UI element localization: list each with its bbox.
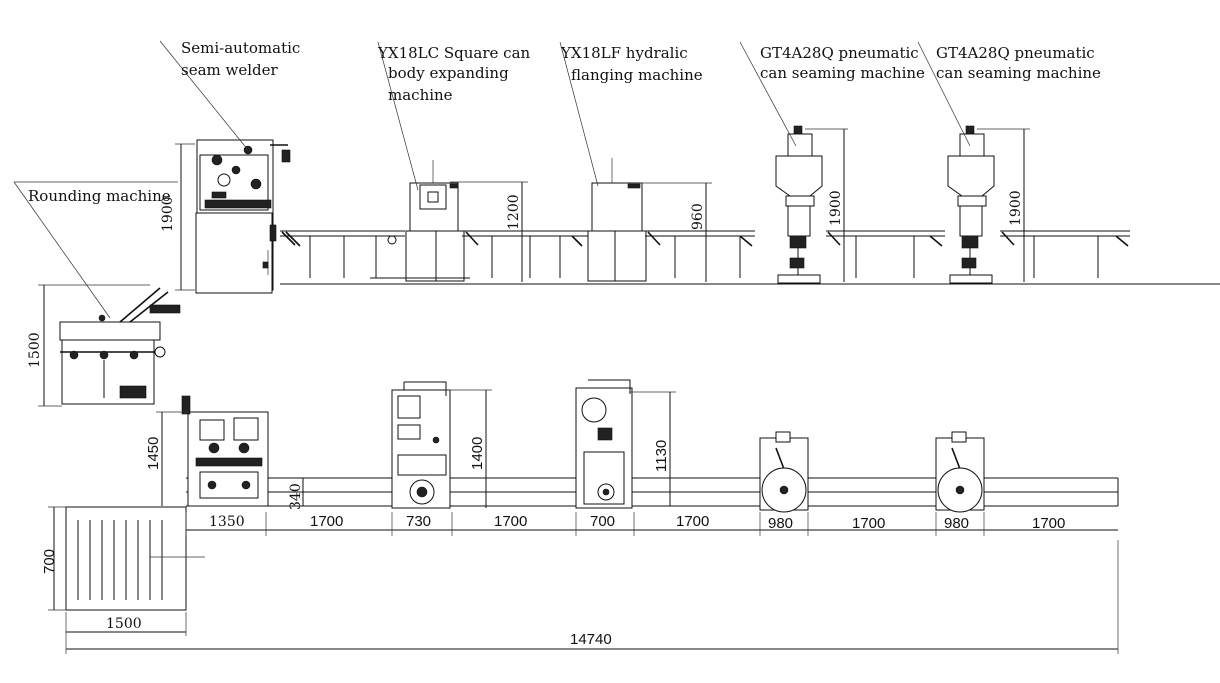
expander-depth-dim: 1400 [446, 389, 492, 508]
rounding-table-plan [65, 506, 205, 611]
segment-10-label: 1700 [1032, 515, 1065, 532]
segment-7-label: 980 [768, 515, 793, 532]
table-width-dim: 1500 [65, 612, 187, 636]
seamer-2-plan [935, 431, 985, 513]
table-depth-label: 700 [41, 549, 58, 574]
welder-label-line-2: seam welder [181, 61, 279, 79]
conveyor-2-elevation [462, 230, 588, 278]
seamer-1-label-line-1: GT4A28Q pneumatic [760, 44, 919, 62]
segment-5-label: 700 [590, 513, 615, 530]
welder-plan [181, 395, 269, 507]
welder-label-line-1: Semi-automatic [181, 39, 300, 57]
rounding-machine-elevation [59, 287, 181, 405]
seamer-2-height-label: 1900 [1008, 190, 1024, 226]
rounding-height-dim: 1500 [27, 284, 150, 407]
flanger-label-line-2: flanging machine [571, 66, 703, 84]
flanger-height-dim: 960 [640, 182, 712, 282]
plan-view: 700 1500 1450 [41, 379, 1119, 654]
welder-height-label: 1900 [160, 196, 176, 232]
segment-1-label: 1350 [209, 514, 245, 530]
conveyor-4-elevation [826, 230, 945, 278]
flanger-label-line-1: YX18LF hydralic [560, 44, 688, 62]
segment-dimensions: 1350 1700 730 1700 700 1700 980 1700 980… [185, 512, 1118, 536]
expander-label-line-1: YX18LC Square can [377, 44, 531, 62]
segment-6-label: 1700 [676, 513, 709, 530]
seamer-1-height-dim: 1900 [805, 128, 848, 282]
conveyor-5-elevation [1000, 230, 1130, 278]
elevation-view: 1900 1200 [27, 125, 1220, 407]
conveyor-3-elevation [645, 230, 755, 278]
seamer-2-elevation [947, 125, 995, 284]
flanger-elevation [587, 158, 647, 282]
expander-depth-label: 1400 [469, 437, 486, 470]
segment-3-label: 730 [406, 513, 431, 530]
seam-welder-elevation [195, 139, 291, 294]
expander-label-line-3: machine [388, 86, 453, 104]
rounding-height-label: 1500 [27, 332, 43, 368]
welder-depth-dim: 1450 [145, 411, 188, 506]
flanger-height-label: 960 [690, 203, 706, 230]
flanger-depth-label-text: 1130 [653, 440, 670, 472]
seamer-1-elevation [775, 125, 823, 284]
flanger-depth-dim: 1130 [630, 391, 676, 506]
seamer-1-label-line-2: can seaming machine [760, 64, 925, 82]
table-depth-dim: 700 [41, 506, 66, 611]
rounding-label: Rounding machine [28, 187, 171, 205]
expander-height-dim: 1200 [450, 181, 528, 282]
conveyor-1-elevation [280, 230, 405, 278]
segment-4-label: 1700 [494, 513, 527, 530]
segment-9-label: 980 [944, 515, 969, 532]
total-length-dim: 14740 [65, 540, 1119, 654]
seamer-2-label-line-1: GT4A28Q pneumatic [936, 44, 1095, 62]
flanger-plan [575, 379, 633, 509]
expander-elevation [370, 160, 470, 282]
seamer-1-plan [759, 431, 809, 513]
conveyor-height-dim: 340 [288, 478, 304, 510]
conveyor-height-label: 340 [288, 483, 304, 510]
expander-height-label: 1200 [506, 194, 522, 230]
welder-depth-label: 1450 [145, 437, 162, 470]
expander-plan [391, 381, 451, 509]
segment-8-label: 1700 [852, 515, 885, 532]
table-width-label: 1500 [106, 616, 142, 632]
callouts: Semi-automatic seam welder YX18LC Square… [13, 39, 1101, 319]
segment-2-label: 1700 [310, 513, 343, 530]
expander-label-line-2: body expanding [388, 64, 509, 82]
seamer-2-height-dim: 1900 [977, 128, 1030, 282]
welder-height-dim: 1900 [160, 143, 195, 291]
seamer-1-height-label: 1900 [828, 190, 844, 226]
total-length-label: 14740 [570, 631, 612, 648]
seamer-2-label-line-2: can seaming machine [936, 64, 1101, 82]
